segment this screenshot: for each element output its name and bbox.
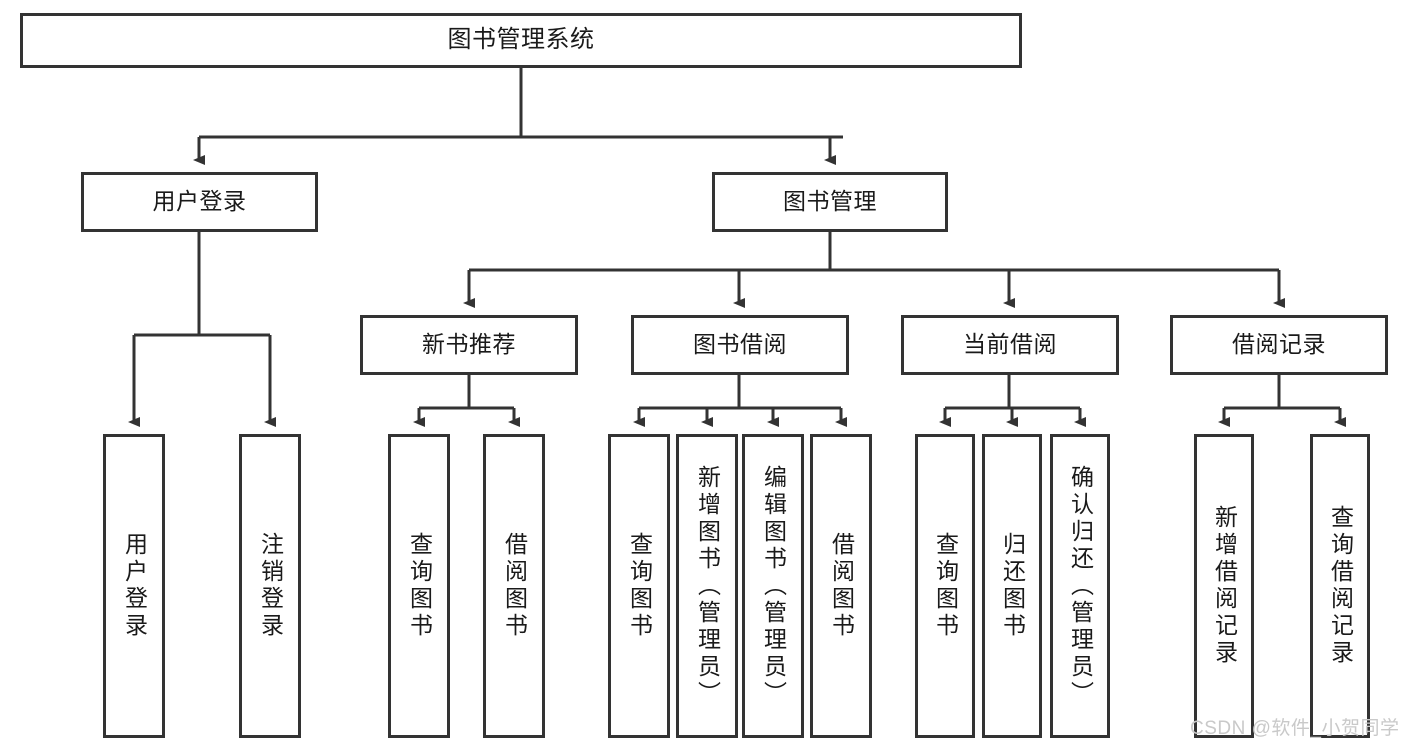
node-label: 查询图书 [932,532,959,640]
node-label: 归还图书 [999,532,1026,640]
node-book-manage[interactable]: 图书管理 [712,172,948,232]
leaf-book-borrow-edit[interactable]: 编辑图书（管理员） [742,434,804,738]
node-label: 借阅图书 [828,532,855,640]
leaf-book-borrow-borrow[interactable]: 借阅图书 [810,434,872,738]
node-book-borrow[interactable]: 图书借阅 [631,315,849,375]
node-label: 查询图书 [626,532,653,640]
node-label: 确认归还（管理员） [1067,464,1094,708]
node-user-login[interactable]: 用户登录 [81,172,318,232]
csdn-watermark: CSDN @软件_小贺同学 [1190,718,1400,739]
node-label: 借阅图书 [501,532,528,640]
node-label: 查询图书 [406,532,433,640]
node-label: 新增图书（管理员） [694,464,721,708]
node-root-system[interactable]: 图书管理系统 [20,13,1022,68]
node-label: 图书借阅 [693,331,787,358]
leaf-book-borrow-query[interactable]: 查询图书 [608,434,670,738]
leaf-user-login-login[interactable]: 用户登录 [103,434,165,738]
node-label: 图书管理系统 [447,26,595,54]
leaf-borrow-record-add[interactable]: 新增借阅记录 [1194,434,1254,738]
leaf-current-borrow-confirm[interactable]: 确认归还（管理员） [1050,434,1110,738]
node-new-book-recommend[interactable]: 新书推荐 [360,315,578,375]
leaf-new-book-query[interactable]: 查询图书 [388,434,450,738]
node-label: 用户登录 [152,188,247,215]
leaf-book-borrow-add[interactable]: 新增图书（管理员） [676,434,738,738]
node-label: 编辑图书（管理员） [760,464,787,708]
leaf-borrow-record-query[interactable]: 查询借阅记录 [1310,434,1370,738]
node-label: 查询借阅记录 [1327,505,1354,667]
node-label: 注销登录 [257,532,284,640]
node-current-borrow[interactable]: 当前借阅 [901,315,1119,375]
node-label: 新书推荐 [422,331,516,358]
node-label: 借阅记录 [1232,331,1326,358]
leaf-user-login-logout[interactable]: 注销登录 [239,434,301,738]
node-label: 用户登录 [121,532,148,640]
leaf-new-book-borrow[interactable]: 借阅图书 [483,434,545,738]
leaf-current-borrow-return[interactable]: 归还图书 [982,434,1042,738]
node-label: 当前借阅 [963,331,1057,358]
node-borrow-record[interactable]: 借阅记录 [1170,315,1388,375]
leaf-current-borrow-query[interactable]: 查询图书 [915,434,975,738]
node-label: 图书管理 [783,188,877,215]
node-label: 新增借阅记录 [1211,505,1238,667]
